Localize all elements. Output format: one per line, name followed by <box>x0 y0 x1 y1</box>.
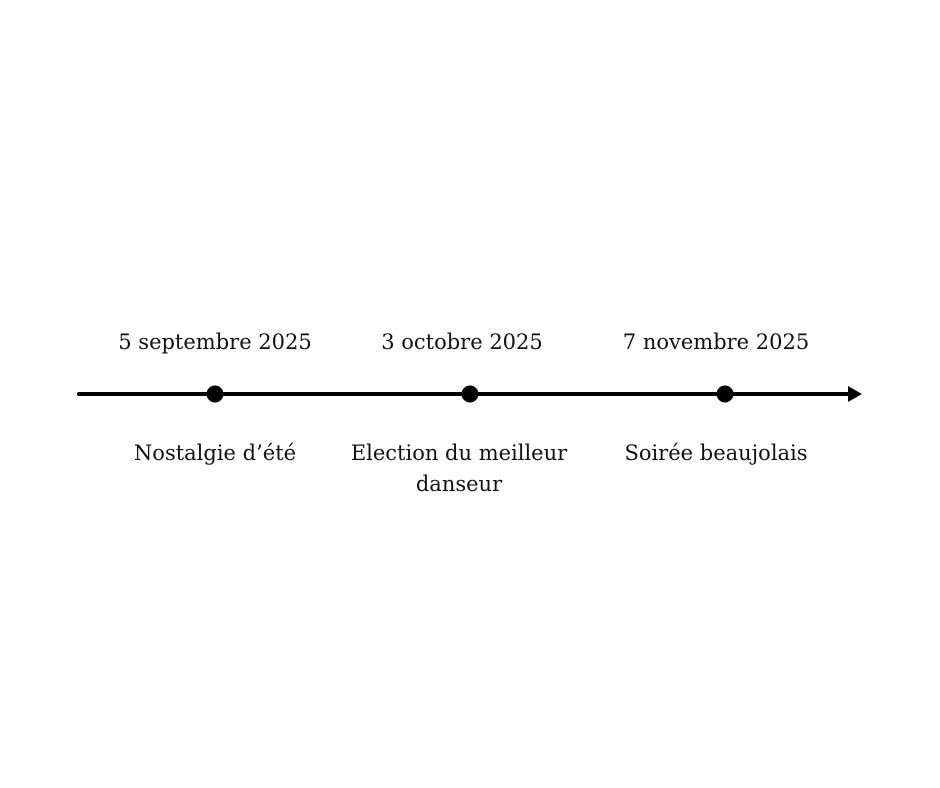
event-date-1: 5 septembre 2025 <box>118 330 312 354</box>
timeline-marker-2 <box>461 385 479 403</box>
timeline-marker-3 <box>716 385 734 403</box>
timeline-arrowhead <box>848 386 862 402</box>
timeline-marker-1 <box>206 385 224 403</box>
event-label-1: Nostalgie d’été <box>133 441 297 465</box>
event-date-3: 7 novembre 2025 <box>622 330 810 354</box>
event-date-2: 3 octobre 2025 <box>381 330 543 354</box>
event-label-3: Soirée beaujolais <box>624 441 808 465</box>
event-label-2: Election du meilleur danseur <box>350 441 568 496</box>
